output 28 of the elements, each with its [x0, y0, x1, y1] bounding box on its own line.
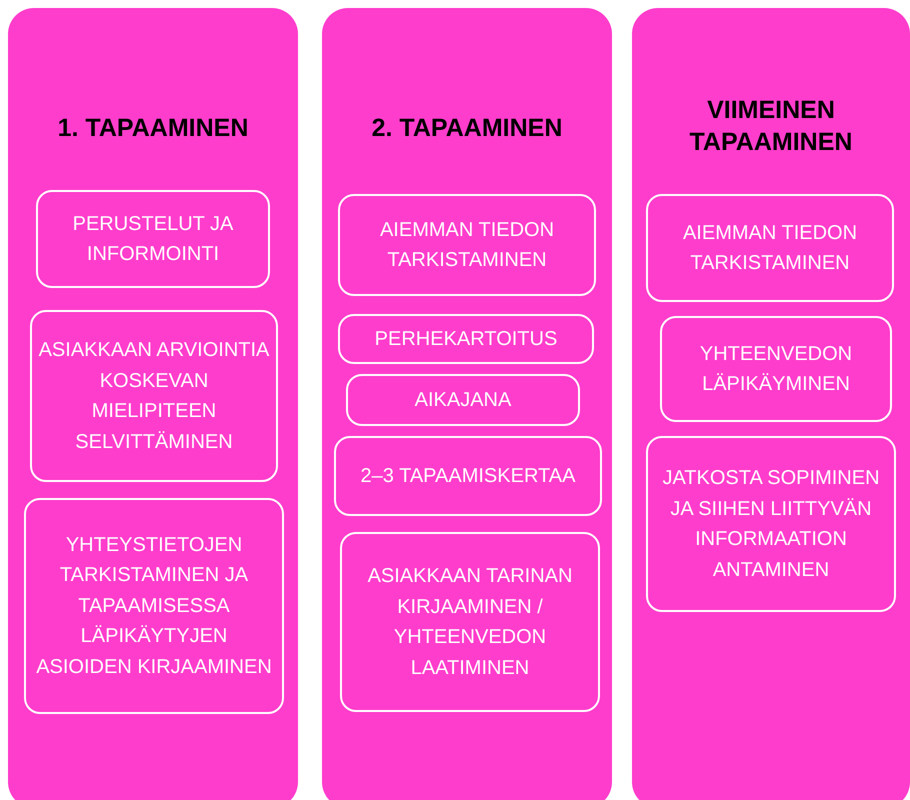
- step-text: AIEMMAN TIEDON TARKISTAMINEN: [378, 218, 556, 273]
- step-text: ASIAKKAAN TARINAN KIRJAAMINEN / YHTEENVEDON LAATIMINEN: [366, 564, 574, 680]
- step-text: JATKOSTA SOPIMINEN JA SIIHEN LIITTYVÄN INFORMAATION ANTAMINEN: [661, 466, 881, 582]
- step-box: [346, 374, 580, 426]
- column-panel: [322, 8, 612, 800]
- step-box: [646, 194, 894, 302]
- step-text: YHTEENVEDON LÄPIKÄYMINEN: [698, 342, 854, 397]
- step-box: [36, 190, 270, 288]
- step-text: ASIAKKAAN ARVIOINTIA KOSKEVAN MIELIPITEEN SELVITTÄMINEN: [38, 338, 270, 454]
- step-box: [338, 314, 594, 364]
- step-box: [660, 316, 892, 422]
- step-box: [334, 436, 602, 516]
- step-text: PERUSTELUT JA INFORMOINTI: [72, 212, 234, 267]
- step-text: YHTEYSTIETOJEN TARKISTAMINEN JA TAPAAMISESSA LÄPIKÄYTYJEN ASIOIDEN KIRJAAMINEN: [35, 532, 273, 680]
- step-text: PERHEKARTOITUS: [374, 326, 558, 352]
- column-panel: [632, 8, 910, 800]
- step-box: [340, 532, 600, 712]
- column-heading: VIIMEINEN TAPAAMINEN: [688, 95, 854, 158]
- step-text: 2–3 TAPAAMISKERTAA: [360, 464, 576, 489]
- step-box: [338, 194, 596, 296]
- step-box: [24, 498, 284, 714]
- step-box: [30, 310, 278, 482]
- column-panel: [8, 8, 298, 800]
- step-text: AIKAJANA: [414, 388, 512, 413]
- step-box: [646, 436, 896, 612]
- step-text: AIEMMAN TIEDON TARKISTAMINEN: [682, 220, 858, 276]
- column-heading: 1. TAPAAMINEN: [56, 113, 250, 144]
- column-heading: 2. TAPAAMINEN: [370, 113, 564, 144]
